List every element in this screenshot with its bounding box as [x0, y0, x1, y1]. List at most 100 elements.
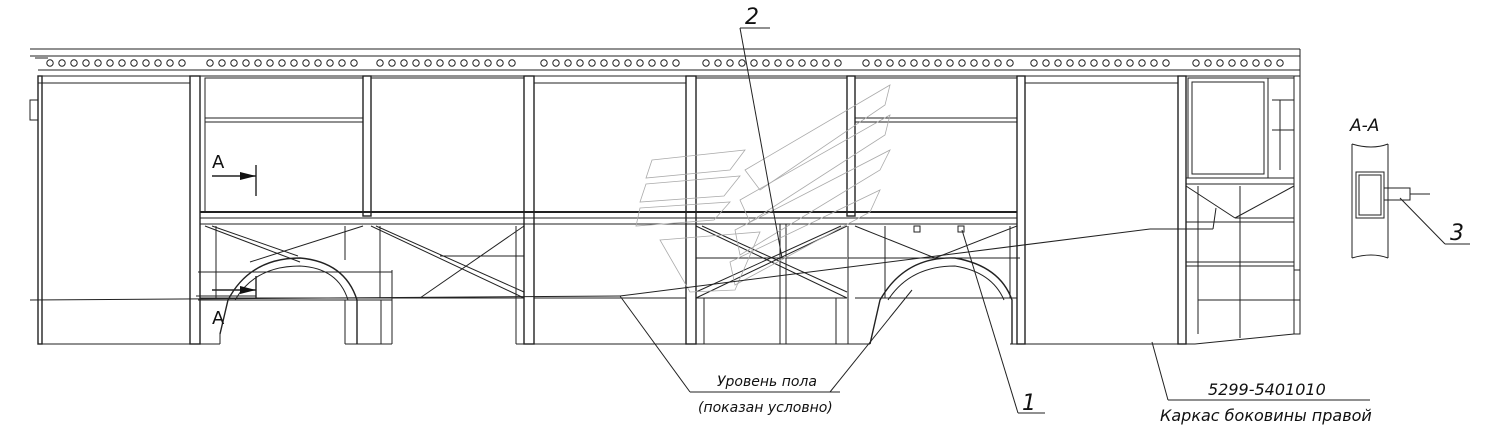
- rivet: [58, 59, 66, 67]
- top-rail: [30, 48, 1301, 77]
- rivet: [648, 59, 656, 67]
- rivet: [460, 59, 468, 67]
- rivet: [786, 59, 794, 67]
- rivet: [400, 59, 408, 67]
- rivet: [290, 59, 298, 67]
- rivet: [714, 59, 722, 67]
- rivet: [1054, 59, 1062, 67]
- rivet: [1252, 59, 1260, 67]
- rivet: [672, 59, 680, 67]
- rivet: [254, 59, 262, 67]
- rivet: [1114, 59, 1122, 67]
- rivet: [94, 59, 102, 67]
- rivet: [118, 59, 126, 67]
- rivet: [798, 59, 806, 67]
- rivet: [810, 59, 818, 67]
- rivet: [218, 59, 226, 67]
- section-detail-view: А-А: [1349, 116, 1430, 259]
- rivet: [508, 59, 516, 67]
- rivet: [350, 59, 358, 67]
- rivet: [934, 59, 942, 67]
- rivet: [1276, 59, 1284, 67]
- rivet: [1216, 59, 1224, 67]
- rivet: [230, 59, 238, 67]
- rivet: [822, 59, 830, 67]
- rivet: [774, 59, 782, 67]
- rivet: [1030, 59, 1038, 67]
- section-marker-a: А А: [196, 152, 257, 329]
- window-bays: [204, 77, 1295, 213]
- secondary-members: [215, 82, 1294, 344]
- rivet: [412, 59, 420, 67]
- belt-rail: [200, 177, 1294, 225]
- rivet: [660, 59, 668, 67]
- rivet: [886, 59, 894, 67]
- rivet: [1126, 59, 1134, 67]
- rivet: [278, 59, 286, 67]
- rivet: [1102, 59, 1110, 67]
- rivet: [242, 59, 250, 67]
- rivet: [874, 59, 882, 67]
- rivet: [496, 59, 504, 67]
- rivet: [588, 59, 596, 67]
- rivet: [70, 59, 78, 67]
- rivet: [1204, 59, 1212, 67]
- rivet: [970, 59, 978, 67]
- rivet: [702, 59, 710, 67]
- rivet: [1090, 59, 1098, 67]
- rivet: [448, 59, 456, 67]
- part-name: Каркас боковины правой: [1160, 406, 1372, 425]
- rivet: [576, 59, 584, 67]
- left-end-panel: [29, 82, 221, 345]
- section-title: А-А: [1349, 116, 1379, 136]
- rivet: [958, 59, 966, 67]
- rivet: [82, 59, 90, 67]
- diagonal-bracing: [204, 185, 1295, 299]
- rivet: [624, 59, 632, 67]
- rivet: [142, 59, 150, 67]
- rivet: [982, 59, 990, 67]
- rivet: [910, 59, 918, 67]
- rivet: [946, 59, 954, 67]
- wheel-arches: [198, 257, 1020, 345]
- rivet: [206, 59, 214, 67]
- rivet: [154, 59, 162, 67]
- rivet-row: [46, 59, 1284, 67]
- rivet: [388, 59, 396, 67]
- annotations: 2 1 3 Уровень пола (показан условно) 529…: [698, 5, 1464, 425]
- rivet: [834, 59, 842, 67]
- rivet: [750, 59, 758, 67]
- rivet: [1162, 59, 1170, 67]
- part-number: 5299-5401010: [1208, 380, 1326, 399]
- section-marker-bottom: А: [212, 308, 225, 329]
- rivet: [130, 59, 138, 67]
- rivet: [436, 59, 444, 67]
- rivet: [314, 59, 322, 67]
- rivet: [302, 59, 310, 67]
- section-marker-top: А: [212, 152, 225, 173]
- rivet: [994, 59, 1002, 67]
- rivet: [1228, 59, 1236, 67]
- rivet: [564, 59, 572, 67]
- rivet: [726, 59, 734, 67]
- floor-level-label: Уровень пола: [717, 374, 817, 390]
- rivet: [762, 59, 770, 67]
- floor-level-line: [29, 207, 1217, 301]
- rivet: [1078, 59, 1086, 67]
- rivet: [424, 59, 432, 67]
- rivet: [338, 59, 346, 67]
- rivet: [106, 59, 114, 67]
- rivet: [1138, 59, 1146, 67]
- rivet: [636, 59, 644, 67]
- callout-2: 2: [745, 5, 759, 30]
- rivet: [178, 59, 186, 67]
- rivet: [1006, 59, 1014, 67]
- lower-skirt: [200, 269, 1300, 345]
- rivet: [46, 59, 54, 67]
- rivet: [922, 59, 930, 67]
- rivet: [862, 59, 870, 67]
- rivet: [540, 59, 548, 67]
- rivet: [266, 59, 274, 67]
- callout-1: 1: [1022, 391, 1036, 416]
- rivet: [1264, 59, 1272, 67]
